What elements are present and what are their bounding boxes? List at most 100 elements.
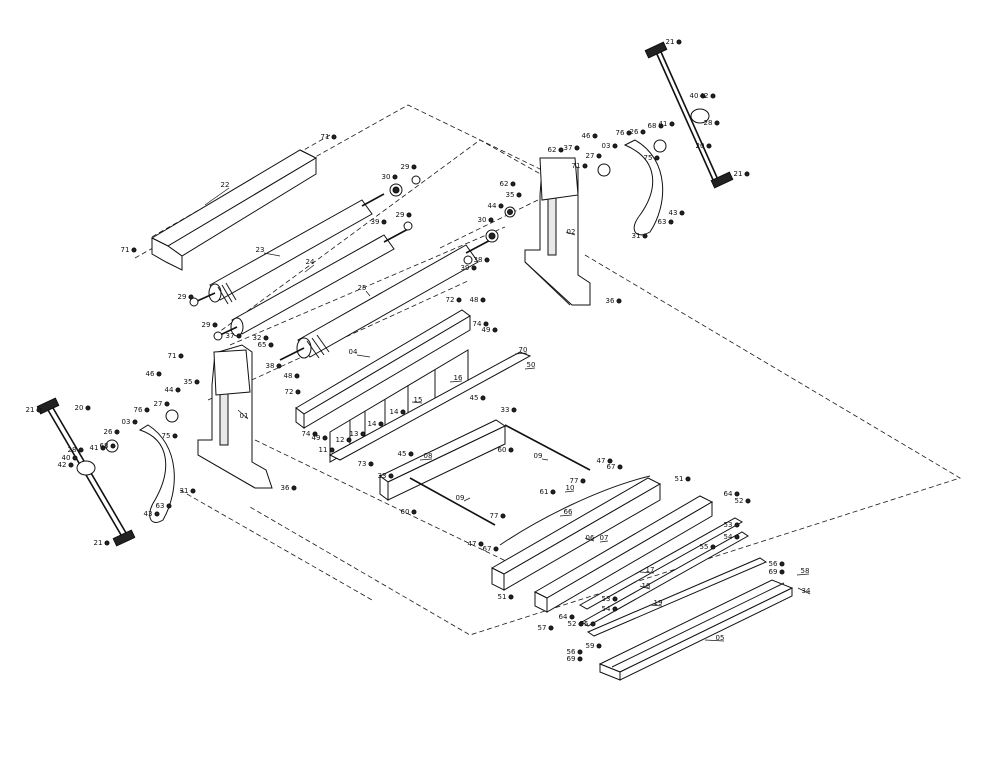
left-side-frame — [197, 344, 273, 489]
part-label-p65: 65 — [258, 341, 267, 349]
part-label-p46b: 46 — [146, 370, 155, 378]
part-label-p62b: 62 — [500, 180, 509, 188]
fastener-p51b — [508, 594, 514, 600]
fastener-p52b — [578, 621, 584, 627]
part-label-p41a: 41 — [659, 120, 668, 128]
part-label-p10: 10 — [566, 484, 575, 492]
fastener-p47b — [478, 541, 484, 547]
gears-and-bushings — [105, 139, 667, 453]
part-label-p30b: 30 — [478, 216, 487, 224]
part-label-p20a: 20 — [696, 142, 705, 150]
fastener-p29b — [406, 212, 412, 218]
part-label-p29b: 29 — [396, 211, 405, 219]
fastener-p40a — [700, 93, 706, 99]
part-label-p36b: 36 — [281, 484, 290, 492]
leader-p66 — [559, 514, 573, 517]
part-label-p67b: 67 — [483, 545, 492, 553]
fastener-p75a — [654, 155, 660, 161]
strip-18 — [581, 531, 749, 627]
part-label-p56b: 56 — [567, 648, 576, 656]
fastener-p71a — [331, 134, 337, 140]
fastener-p76b — [144, 407, 150, 413]
part-label-p42b: 42 — [58, 461, 67, 469]
leader-p19 — [649, 604, 663, 607]
part-label-p69a: 69 — [769, 568, 778, 576]
fastener-p31a — [642, 233, 648, 239]
fasteners — [36, 39, 785, 662]
leader-p09b — [463, 497, 471, 502]
part-label-p15: 15 — [414, 396, 423, 404]
fastener-p30a — [392, 174, 398, 180]
part-label-p29a: 29 — [401, 163, 410, 171]
fastener-p13 — [360, 431, 366, 437]
part-label-p47b: 47 — [468, 540, 477, 548]
part-label-p47a: 47 — [597, 457, 606, 465]
part-label-p44a: 44 — [488, 202, 497, 210]
fastener-p54a — [734, 534, 740, 540]
part-label-p33a: 33 — [501, 406, 510, 414]
leader-p07 — [599, 540, 609, 543]
fastener-p41b — [100, 445, 106, 451]
fastener-p69b — [577, 656, 583, 662]
part-label-p69b: 69 — [567, 655, 576, 663]
fastener-p72a — [456, 297, 462, 303]
fastener-p32 — [263, 335, 269, 341]
roller-24 — [217, 227, 411, 337]
part-label-p37a: 37 — [564, 144, 573, 152]
left-crank-handle — [36, 397, 175, 547]
fastener-p49a — [492, 327, 498, 333]
fastener-p14a — [378, 421, 384, 427]
part-label-p14b: 14 — [390, 408, 399, 416]
fastener-p48a — [480, 297, 486, 303]
part-label-p39a: 39 — [371, 218, 380, 226]
fastener-p26a — [640, 129, 646, 135]
part-label-p52a: 52 — [735, 497, 744, 505]
part-label-p56a: 56 — [769, 560, 778, 568]
fastener-p67b — [493, 546, 499, 552]
part-label-p21d: 21 — [94, 539, 103, 547]
roller-23 — [194, 193, 385, 305]
part-label-p45b: 45 — [398, 450, 407, 458]
part-label-p21b: 21 — [734, 170, 743, 178]
part-label-p21c: 21 — [26, 406, 35, 414]
fastener-p43b — [154, 511, 160, 517]
fastener-p36b — [291, 485, 297, 491]
fastener-p38b — [276, 363, 282, 369]
part-label-p22: 22 — [221, 181, 230, 189]
fastener-p26b — [114, 429, 120, 435]
fastener-p46b — [156, 371, 162, 377]
fastener-p28a — [714, 120, 720, 126]
part-label-p55a: 55 — [700, 543, 709, 551]
part-label-p06: 06 — [586, 534, 595, 542]
part-label-p37b: 37 — [226, 332, 235, 340]
part-label-p54a: 54 — [724, 533, 733, 541]
fastener-p56a — [779, 561, 785, 567]
fastener-p75b — [172, 433, 178, 439]
leader-p01 — [237, 409, 249, 420]
part-label-p14a: 14 — [368, 420, 377, 428]
part-label-p60a: 60 — [498, 446, 507, 454]
part-label-p64a: 64 — [724, 490, 733, 498]
fastener-p29a — [411, 164, 417, 170]
part-label-p63a: 63 — [658, 218, 667, 226]
fastener-p60b — [411, 509, 417, 515]
clamp-bar-70 — [328, 351, 532, 461]
part-label-p57: 57 — [538, 624, 547, 632]
fastener-p43a — [679, 210, 685, 216]
part-label-p28a: 28 — [704, 119, 713, 127]
leader-p58 — [796, 573, 810, 576]
part-label-p53b: 53 — [602, 595, 611, 603]
part-label-p64b: 64 — [559, 613, 568, 621]
fastener-p29d — [212, 322, 218, 328]
part-label-p31b: 31 — [180, 487, 189, 495]
part-label-p74b: 74 — [302, 430, 311, 438]
part-label-p13: 13 — [350, 430, 359, 438]
roller-25 — [279, 235, 499, 361]
fastener-p74b — [312, 431, 318, 437]
fastener-p38a — [484, 257, 490, 263]
fastener-p69a — [779, 569, 785, 575]
part-label-p76a: 76 — [616, 129, 625, 137]
fastener-p73 — [368, 461, 374, 467]
leader-p18 — [639, 585, 651, 590]
